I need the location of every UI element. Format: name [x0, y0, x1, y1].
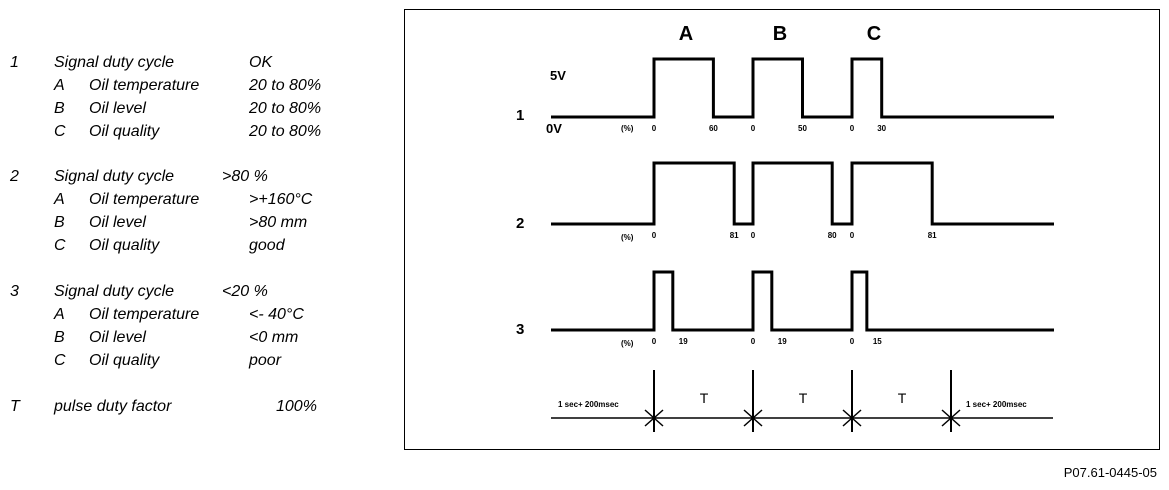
legend-label: Oil level [89, 100, 146, 117]
legend-title-3: Signal duty cycle [54, 283, 175, 300]
tick-label-end: 15 [873, 337, 882, 346]
legend-letter: B [54, 100, 65, 117]
legend-label: Oil level [89, 329, 146, 346]
legend-label: Oil temperature [89, 191, 200, 208]
legend-letter: A [54, 306, 65, 323]
tick-label-start: 0 [652, 124, 657, 133]
tick-label-end: 81 [928, 231, 937, 240]
percent-label-row-1: (%) [621, 124, 634, 133]
legend-value: <- 40°C [249, 306, 304, 323]
timing-right-label: 1 sec+ 200msec [966, 400, 1027, 409]
tick-label-start: 0 [850, 124, 855, 133]
timing-cross-mark [842, 409, 862, 427]
waveform-row-3 [551, 270, 1054, 332]
legend-letter: C [54, 352, 66, 369]
tick-label-start: 0 [751, 124, 756, 133]
legend-label: Oil level [89, 214, 146, 231]
tick-label-end: 50 [798, 124, 807, 133]
legend-value: poor [249, 352, 282, 369]
tick-label-end: 81 [730, 231, 739, 240]
waveform-row-1 [551, 57, 1054, 119]
legend-label: Oil temperature [89, 306, 200, 323]
legend-label: Oil quality [89, 123, 160, 140]
legend-value-1: OK [249, 54, 273, 71]
tick-label-start: 0 [850, 231, 855, 240]
figure-reference: P07.61-0445-05 [1063, 465, 1157, 480]
tick-label-end: 19 [778, 337, 787, 346]
row-label-3: 3 [516, 321, 524, 338]
legend-value: 20 to 80% [249, 123, 322, 140]
voltage-low-label: 0V [546, 121, 562, 136]
diagram-frame [404, 9, 1160, 450]
timing-cross-mark [941, 409, 961, 427]
period-label-3: T [898, 390, 907, 406]
legend-num-2: 2 [10, 168, 19, 185]
segment-header-a: A [679, 23, 693, 45]
percent-label-row-3: (%) [621, 339, 634, 348]
legend-num-3: 3 [10, 283, 19, 300]
segment-header-c: C [867, 23, 881, 45]
timing-cross-mark [644, 409, 664, 427]
segment-header-b: B [773, 23, 787, 45]
row-label-2: 2 [516, 215, 524, 232]
legend-letter: A [54, 191, 65, 208]
legend-label: Oil temperature [89, 77, 200, 94]
waveform-tick-labels: 0 60 0 50 0 30 0 81 0 80 0 81 0 19 0 19 0 15 [652, 124, 937, 346]
row-label-1: 1 [516, 107, 524, 124]
tick-label-start: 0 [751, 337, 756, 346]
waveform-row-2 [551, 161, 1054, 226]
legend-letter: C [54, 237, 66, 254]
period-label-2: T [799, 390, 808, 406]
legend-letter: A [54, 77, 65, 94]
legend-letter: B [54, 214, 65, 231]
legend-value: >80 mm [249, 214, 308, 231]
legend-title-2: Signal duty cycle [54, 168, 175, 185]
legend-panel: 1 Signal duty cycle OK A Oil temperature… [0, 0, 390, 490]
legend-value-2: >80 % [222, 168, 268, 185]
legend-letter: C [54, 123, 66, 140]
tick-label-end: 80 [828, 231, 837, 240]
tick-label-start: 0 [850, 337, 855, 346]
legend-footer-letter: T [10, 398, 20, 415]
legend-value: <0 mm [249, 329, 299, 346]
period-label-1: T [700, 390, 709, 406]
tick-label-start: 0 [751, 231, 756, 240]
legend-footer-label: pulse duty factor [54, 398, 172, 415]
legend-letter: B [54, 329, 65, 346]
legend-title-1: Signal duty cycle [54, 54, 175, 71]
legend-footer-value: 100% [276, 398, 317, 415]
percent-label-row-2: (%) [621, 233, 634, 242]
legend-label: Oil quality [89, 237, 160, 254]
legend-value: 20 to 80% [249, 100, 322, 117]
tick-label-start: 0 [652, 337, 657, 346]
voltage-high-label: 5V [550, 68, 566, 83]
timing-marks [644, 370, 961, 432]
tick-label-end: 30 [877, 124, 886, 133]
legend-value: >+160°C [249, 191, 313, 208]
legend-value: good [249, 237, 285, 254]
timing-cross-mark [743, 409, 763, 427]
legend-value-3: <20 % [222, 283, 268, 300]
tick-label-start: 0 [652, 231, 657, 240]
legend-num-1: 1 [10, 54, 19, 71]
legend-label: Oil quality [89, 352, 160, 369]
tick-label-end: 60 [709, 124, 718, 133]
timing-left-label: 1 sec+ 200msec [558, 400, 619, 409]
tick-label-end: 19 [679, 337, 688, 346]
legend-value: 20 to 80% [249, 77, 322, 94]
